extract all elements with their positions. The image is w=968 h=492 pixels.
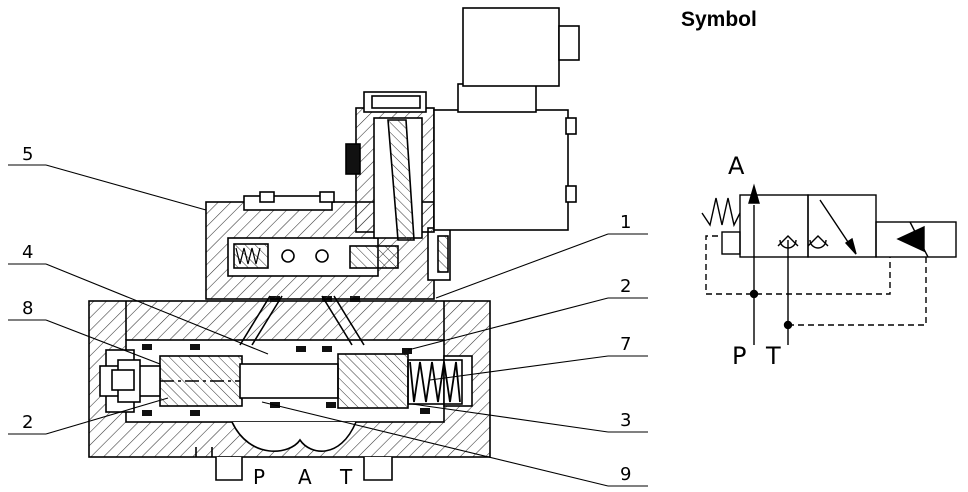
symbol-port-labels: A P T: [728, 152, 781, 370]
pilot-lines: [705, 235, 927, 326]
cross-section-view: [8, 7, 648, 487]
port-labels: P A T: [253, 465, 353, 489]
flow-arrow: [748, 183, 760, 204]
spool: [99, 353, 409, 409]
symbol-port-t: T: [765, 342, 781, 370]
port-label-p: P: [253, 465, 265, 487]
callout-1: 1: [620, 212, 631, 233]
return-spring: [407, 359, 463, 405]
callout-9: 9: [620, 464, 631, 485]
callout-5: 5: [22, 144, 33, 165]
symbol-title: Symbol: [681, 8, 757, 31]
callout-7: 7: [620, 334, 631, 355]
port-label-a: A: [298, 465, 312, 487]
callout-4: 4: [22, 242, 33, 263]
solenoid-actuator-symbol: [875, 221, 957, 258]
leader-lines: [8, 164, 648, 487]
port-label-t: T: [339, 465, 353, 487]
solenoid: [345, 7, 580, 241]
spring-symbol: [701, 197, 741, 228]
callout-3: 3: [620, 410, 631, 431]
symbol-port-p: P: [732, 342, 746, 370]
callout-8: 8: [22, 298, 33, 319]
callout-2-left: 2: [22, 412, 33, 433]
hydraulic-symbol: [701, 183, 957, 345]
symbol-port-a: A: [728, 152, 745, 180]
callout-2-right: 2: [620, 276, 631, 297]
callout-labels: 5 4 8 2 1 2 7 3 9: [22, 144, 631, 485]
